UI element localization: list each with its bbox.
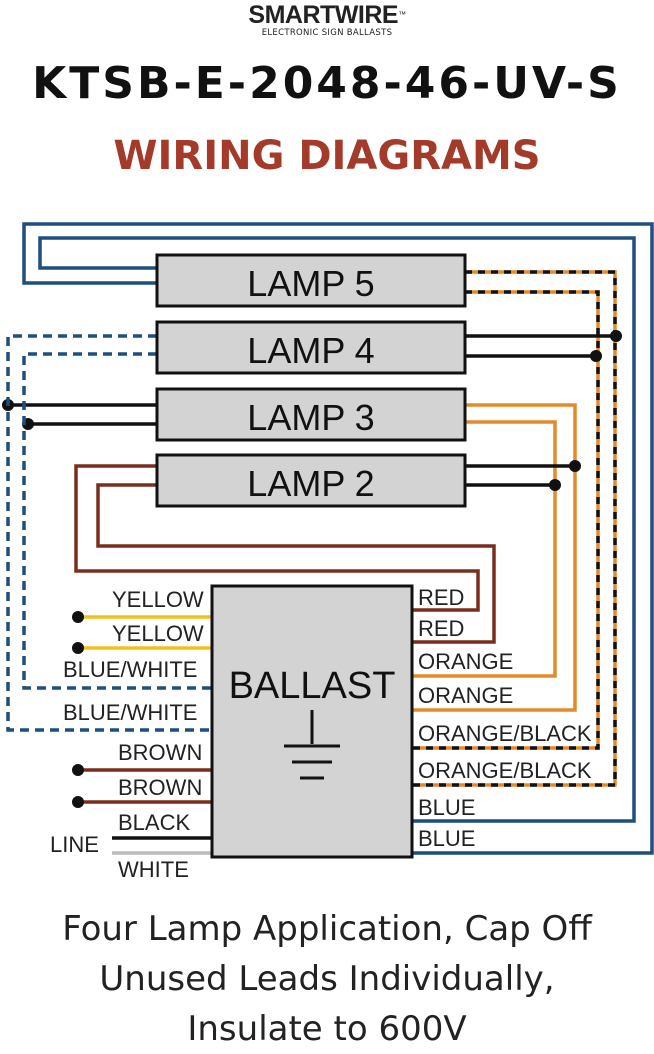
- lead-label-orange-black-2: ORANGE/BLACK: [418, 758, 592, 783]
- lead-label-red-2: RED: [418, 616, 464, 641]
- page-subtitle: WIRING DIAGRAMS: [113, 133, 541, 179]
- lead-label-white: WHITE: [118, 857, 189, 882]
- trademark-mark: ™: [398, 10, 406, 19]
- lead-label-orange-1: ORANGE: [418, 649, 513, 674]
- brand-name: SMARTWIRE: [248, 1, 399, 29]
- lead-label-orange-black-1: ORANGE/BLACK: [418, 721, 592, 746]
- blue-wire-inner: [38, 236, 636, 823]
- blue-wire-loop: [22, 222, 654, 855]
- junction-dot: [569, 460, 581, 472]
- ballast-label: BALLAST: [229, 665, 396, 707]
- lead-label-brown-2: BROWN: [118, 775, 202, 800]
- blue-wire-outer: [22, 222, 654, 855]
- junction-dot: [549, 479, 561, 491]
- red-wire-inner: [96, 483, 496, 644]
- ground-icon: [284, 710, 340, 780]
- lead-label-orange-2: ORANGE: [418, 683, 513, 708]
- lead-label-blue-2: BLUE: [418, 826, 475, 851]
- lamp-label: LAMP 5: [247, 263, 374, 304]
- brown-leads: [78, 768, 212, 804]
- orange-wire-inner: [412, 420, 557, 678]
- lamp-body: [155, 320, 467, 375]
- lead-label-brown-1: BROWN: [118, 740, 202, 765]
- yellow-leads: [78, 615, 212, 650]
- lead-label-yellow-2: YELLOW: [112, 621, 204, 646]
- model-number: KTSB-E-2048-46-UV-S: [32, 58, 622, 109]
- lead-label-red-1: RED: [418, 585, 464, 610]
- wire-cap-dot: [72, 764, 84, 776]
- line-leads: [112, 836, 212, 855]
- brand-tagline: ELECTRONIC SIGN BALLASTS: [261, 28, 393, 38]
- caption-line-3: Insulate to 600V: [187, 1009, 467, 1049]
- wire-caps: [72, 611, 84, 808]
- left-lead-labels: YELLOW YELLOW BLUE/WHITE BLUE/WHITE BROW…: [50, 587, 204, 882]
- wire-cap-dot: [72, 642, 84, 654]
- orange-black-wire-outer-dash: [412, 270, 617, 787]
- orange-wires: [412, 403, 577, 712]
- blue-white-wire-inner: [22, 352, 212, 690]
- wire-cap-dot: [72, 611, 84, 623]
- lead-label-black: BLACK: [118, 810, 190, 835]
- junction-dot: [610, 330, 622, 342]
- blue-white-wire-outer: [6, 334, 212, 732]
- lamp-5: LAMP 5: [155, 253, 467, 308]
- orange-black-wire-inner-dash: [412, 290, 600, 750]
- lead-label-yellow-1: YELLOW: [112, 587, 204, 612]
- caption: Four Lamp Application, Cap Off Unused Le…: [0, 904, 654, 1054]
- orange-black-wires: [412, 270, 617, 787]
- lamp-label: LAMP 2: [247, 463, 374, 504]
- junction-dot: [590, 350, 602, 362]
- red-wire-outer: [74, 464, 480, 612]
- caption-line-2: Unused Leads Individually,: [99, 959, 555, 999]
- lead-label-blue-1: BLUE: [418, 795, 475, 820]
- brand-logo: SMARTWIRE™ ELECTRONIC SIGN BALLASTS: [0, 2, 654, 38]
- lead-label-blue-white-2: BLUE/WHITE: [63, 700, 197, 725]
- lamp-3: LAMP 3: [155, 387, 467, 442]
- lamp-label: LAMP 4: [247, 330, 374, 371]
- black-jumper-wires: [8, 334, 616, 487]
- caption-line-1: Four Lamp Application, Cap Off: [62, 909, 592, 949]
- lamp-2: LAMP 2: [155, 453, 467, 508]
- wire-cap-dot: [72, 796, 84, 808]
- lamp-body: [155, 453, 467, 508]
- blue-white-wires: [6, 334, 212, 732]
- red-wires: [74, 464, 496, 644]
- ballast: BALLAST: [210, 584, 414, 859]
- right-lead-labels: RED RED ORANGE ORANGE ORANGE/BLACK ORANG…: [418, 585, 592, 851]
- lead-label-blue-white-1: BLUE/WHITE: [63, 657, 197, 682]
- lamp-label: LAMP 3: [247, 397, 374, 438]
- orange-wire-outer: [412, 403, 577, 712]
- lamp-4: LAMP 4: [155, 320, 467, 375]
- lamp-body: [155, 387, 467, 442]
- line-label: LINE: [50, 832, 99, 857]
- lamp-body: [155, 253, 467, 308]
